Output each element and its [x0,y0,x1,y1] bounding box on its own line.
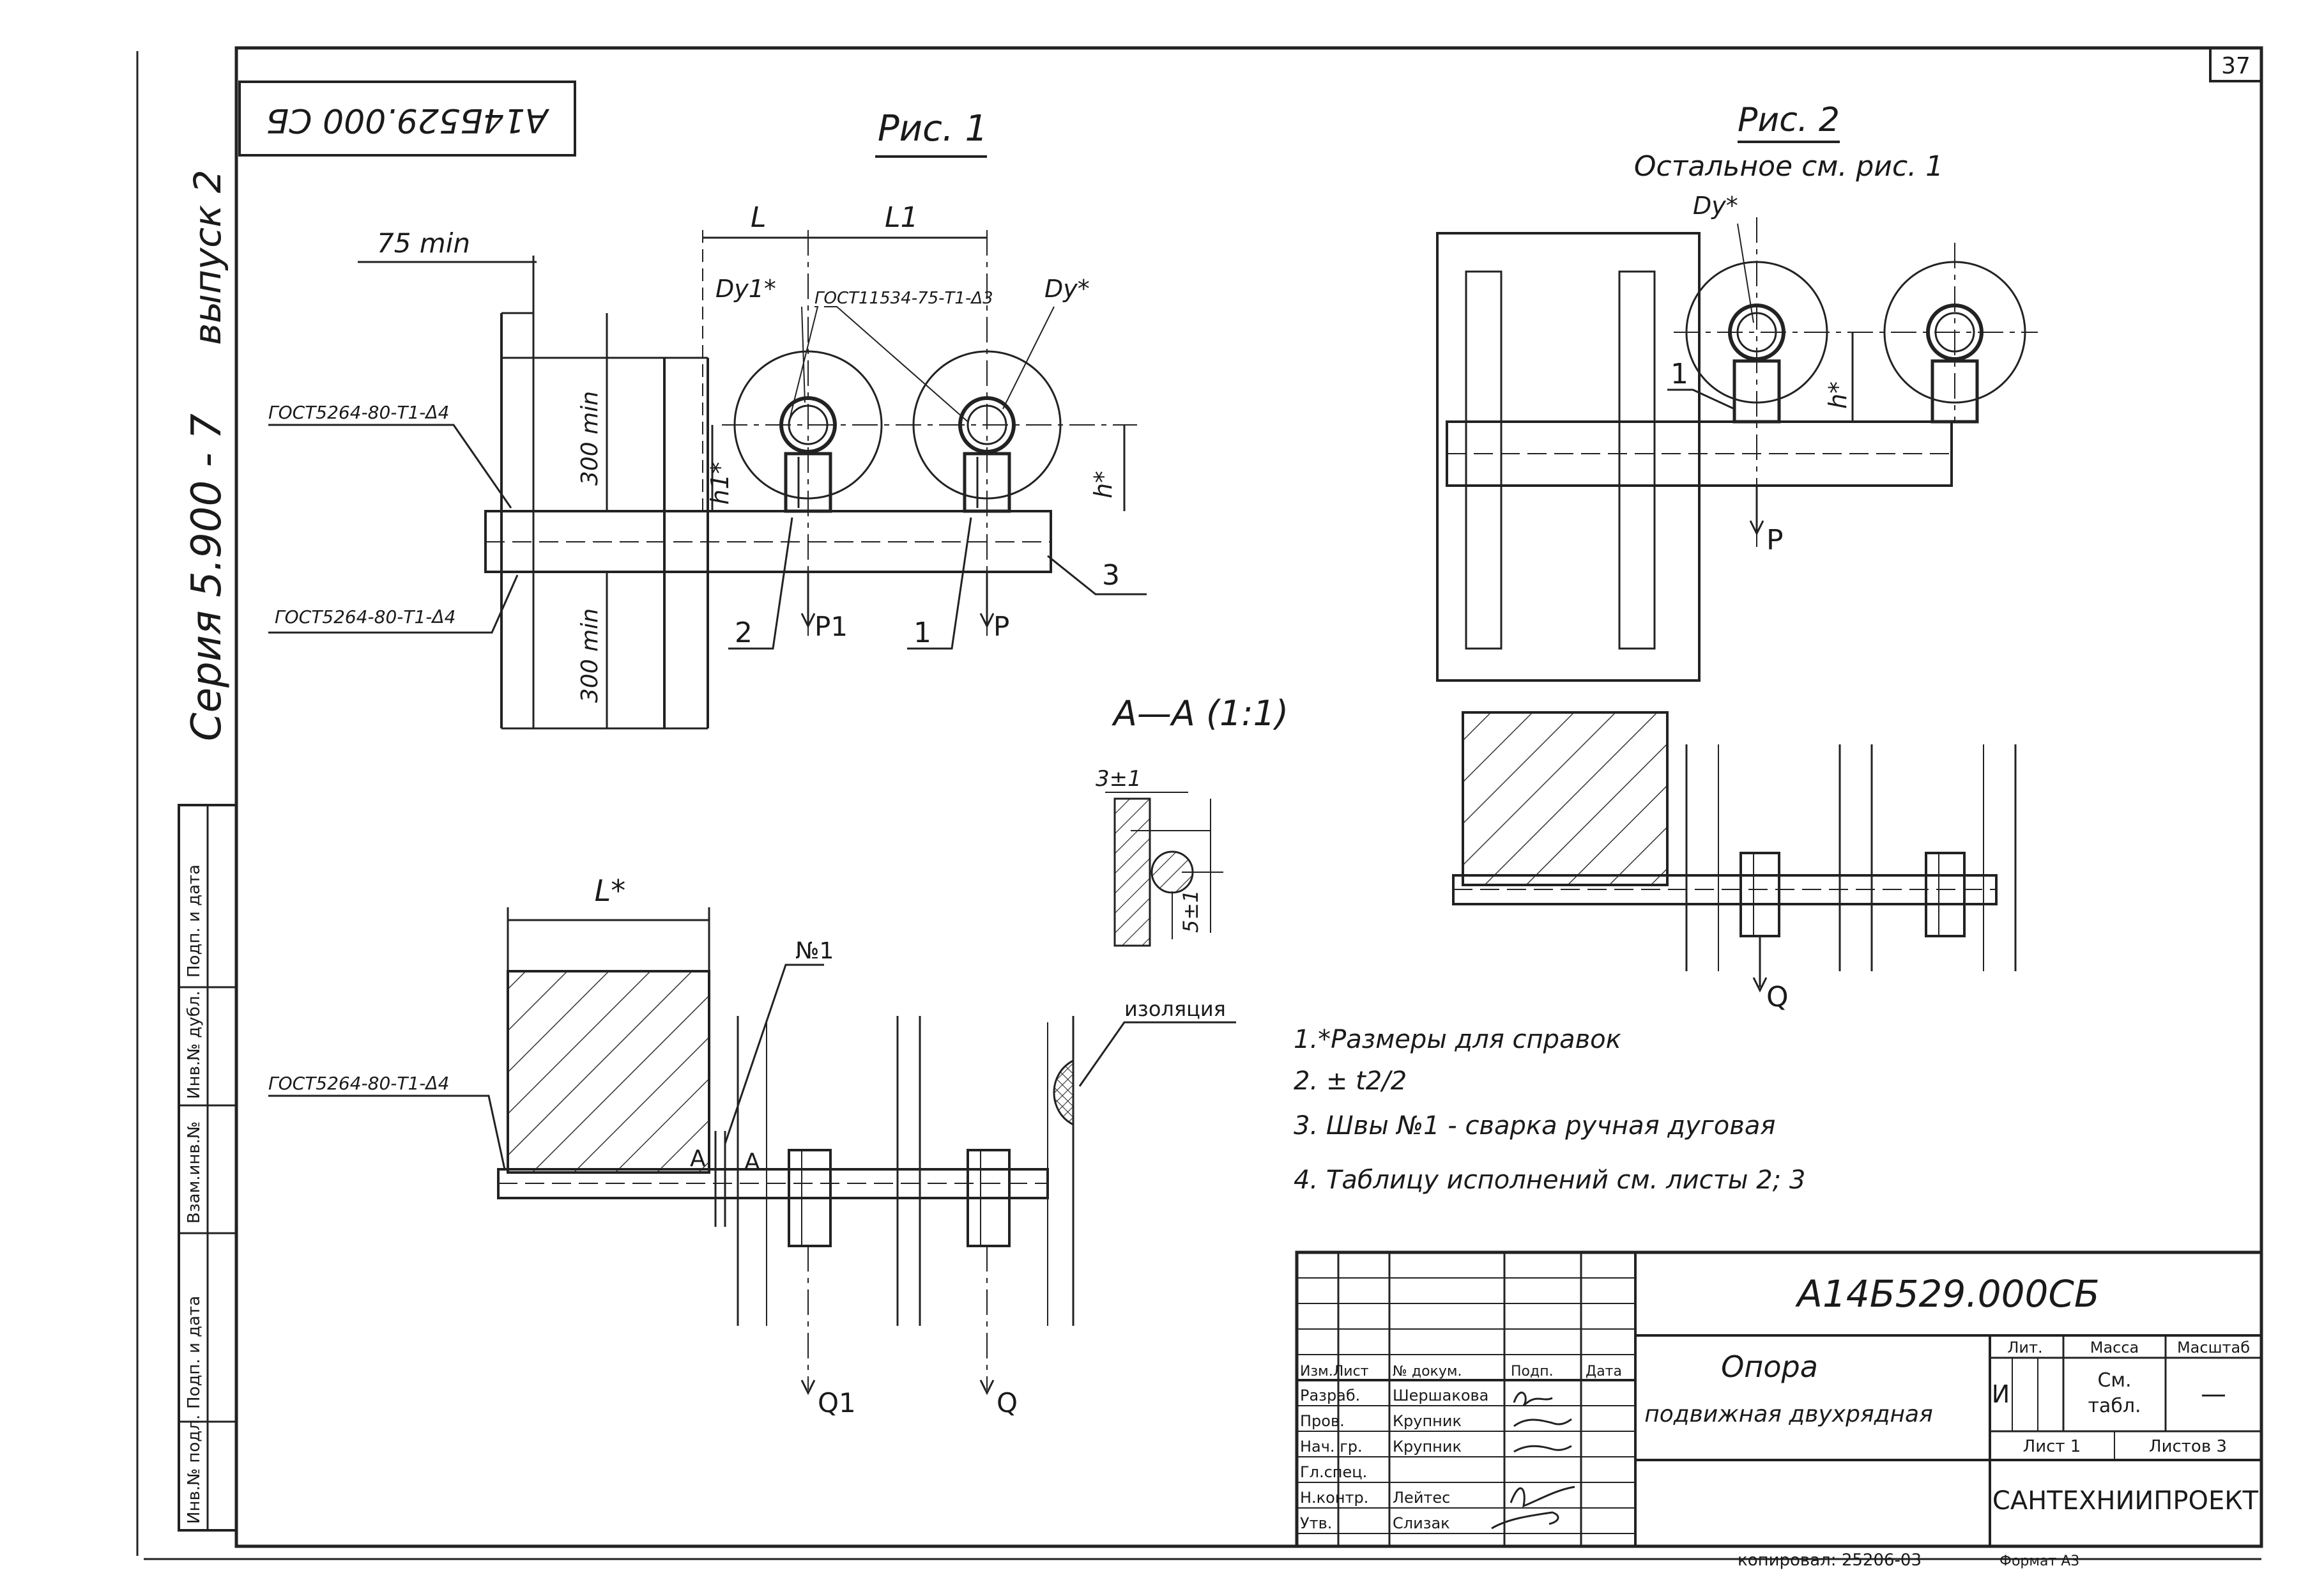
tb-col-date: Дата [1586,1364,1622,1380]
bottom-gost: ГОСТ5264-80-Т1-Δ4 [268,1073,449,1094]
gost-left-2: ГОСТ5264-80-Т1-Δ4 [275,606,455,627]
tb-row-role-5: Н.контр. [1300,1489,1368,1507]
fig2-title: Рис. 2 [1738,101,1840,139]
fig1-labels: Рис. 1 75 min L L1 Dy1* Dy* ГОСТ11534-75… [268,108,1120,703]
note-4: 4. Таблицу исполнений см. листы 2; 3 [1294,1165,1805,1195]
q-label: Q [997,1387,1018,1418]
bottom-view [268,907,1236,1395]
tb-mass-value-1: См. [2097,1369,2131,1392]
tb-code: А14Б529.000СБ [1794,1272,2099,1316]
title-block [1295,1250,2263,1548]
fig2-subtitle: Остальное см. рис. 1 [1634,150,1943,183]
fig2-pos-1: 1 [1670,358,1688,390]
fig2-h: h* [1824,381,1852,409]
h-label: h* [1089,471,1117,498]
tb-row-name-6: Слизак [1393,1514,1450,1532]
dim-L1: L1 [885,201,919,234]
tb-hdr-mass: Масса [2090,1339,2139,1357]
dim-300-bot: 300 min [577,608,603,703]
h1-label: h1* [706,462,734,505]
tb-col-doc: № докум. [1393,1364,1462,1380]
signature-scribbles [1491,1392,1575,1530]
tb-sheets: Листов 3 [2149,1437,2227,1456]
tb-row-role-3: Нач. гр. [1300,1438,1363,1456]
tb-name-1: Опора [1721,1349,1818,1384]
p-label: P [993,611,1009,642]
pos-3: 3 [1102,559,1120,592]
fig2-dy: Dy* [1693,192,1738,220]
tb-hdr-lit: Лит. [2007,1339,2042,1357]
tb-col-sign: Подп. [1511,1364,1554,1380]
tb-scale-value: — [2201,1380,2226,1409]
strip-cell-2: Инв.№ дубл. [185,990,204,1099]
doc-code-top: A14Б529.000 СБ [266,101,550,139]
tb-org: САНТЕХНИИПРОЕКТ [1992,1486,2259,1516]
fig2-labels: Рис. 2 Остальное см. рис. 1 Dy* h* 1 P Q [1634,101,1943,1013]
tb-col-izm: Изм.Лист [1300,1364,1369,1380]
gost-weld-top: ГОСТ11534-75-Т1-Δ3 [814,289,993,308]
series-label: Серия 5.900 - 7 [183,413,231,741]
section-dim-5: 5±1 [1179,889,1203,933]
section-aa [1105,792,1223,947]
issue-label: выпуск 2 [186,170,229,345]
tb-row-role-1: Разраб. [1300,1387,1360,1404]
sheet-frame [136,46,2263,1560]
fig2-p: P [1766,524,1784,557]
dy1-label: Dy1* [715,275,776,303]
tb-hdr-scale: Масштаб [2177,1339,2250,1357]
fig2 [1436,217,2038,993]
section-dim-3: 3±1 [1096,766,1142,792]
note-2: 2. ± t2/2 [1294,1066,1407,1096]
fig2-q: Q [1766,981,1789,1013]
dim-300-top: 300 min [577,391,603,486]
notes: 1.*Размеры для справок 2. ± t2/2 3. Швы … [1294,1025,1805,1195]
dy-label: Dy* [1044,275,1090,303]
fig1 [268,230,1147,730]
strip-cell-5: Инв.№ подл. [185,1415,204,1524]
pos-1: 1 [914,617,931,649]
dim-75min: 75 min [377,227,470,259]
strip-cell-4: Подп. и дата [185,1296,204,1409]
sheet-number: 37 [2221,53,2251,79]
fig1-title: Рис. 1 [878,108,988,150]
tb-row-name-1: Шершакова [1393,1387,1488,1404]
dim-L: L [751,201,767,234]
strip-cell-3: Взам.инв.№ [185,1121,204,1224]
weld-no-1: №1 [795,938,834,964]
tb-mass-value-2: табл. [2088,1395,2141,1417]
dim-L-star: L* [595,873,626,908]
tb-row-name-5: Лейтес [1393,1489,1450,1507]
tb-lit-value: И [1992,1380,2010,1408]
section-labels: А—А (1:1) 3±1 5±1 [1096,693,1288,933]
tb-row-role-4: Гл.спец. [1300,1463,1367,1481]
note-1: 1.*Размеры для справок [1294,1025,1621,1054]
sec-a-right: А [744,1149,760,1175]
q1-label: Q1 [818,1387,856,1418]
bottom-view-labels: L* №1 изоляция ГОСТ5264-80-Т1-Δ4 А А Q1 … [268,873,1226,1418]
title-block-text: А14Б529.000СБ Опора подвижная двухрядная… [1300,1272,2259,1532]
note-3: 3. Швы №1 - сварка ручная дуговая [1294,1111,1775,1141]
p1-label: P1 [814,611,848,642]
tb-row-role-6: Утв. [1300,1514,1332,1532]
format-note: Формат А3 [1999,1553,2079,1569]
sec-a-left: А [690,1146,706,1172]
tb-row-name-2: Крупник [1393,1412,1462,1430]
copy-note: копировал: 25206-03 [1738,1551,1922,1570]
left-strip: Подп. и дата Инв.№ дубл. Взам.инв.№ Подп… [178,804,238,1532]
section-title: А—А (1:1) [1112,693,1288,734]
tb-sheet: Лист 1 [2023,1437,2081,1456]
tb-row-name-3: Крупник [1393,1438,1462,1456]
insulation-label: изоляция [1124,997,1226,1021]
tb-name-2: подвижная двухрядная [1644,1401,1933,1427]
pos-2: 2 [735,617,753,649]
tb-row-role-2: Пров. [1300,1412,1345,1430]
gost-left-1: ГОСТ5264-80-Т1-Δ4 [268,402,449,423]
strip-cell-1: Подп. и дата [185,865,204,978]
doc-code-box: A14Б529.000 СБ [238,81,576,157]
